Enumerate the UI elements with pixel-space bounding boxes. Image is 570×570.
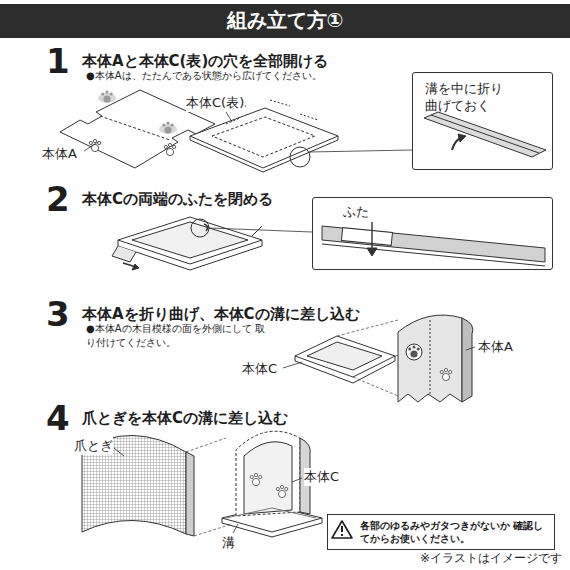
insert-guide-part	[186, 438, 226, 452]
page-title: 組み立て方①	[0, 8, 570, 33]
body-c-tray-part	[132, 264, 139, 270]
body-a-flat-part	[164, 143, 176, 155]
body-c-tray	[112, 217, 262, 270]
groove-detail-part	[431, 115, 539, 153]
step-heading: 本体Aを折り曲げ、本体Cの溝に差し込む	[82, 304, 360, 324]
callout-text: ふた	[343, 204, 403, 221]
step-number: 3	[46, 297, 70, 331]
step-number: 2	[46, 182, 70, 216]
body-c-tray-part	[307, 342, 382, 370]
body-a-flat-part	[162, 121, 174, 133]
leader-line	[283, 362, 302, 368]
assembled-unit-part	[222, 518, 322, 537]
part-label: 溝	[222, 534, 235, 552]
note-text: ●本体Aは、たたんである状態から広げてください。	[86, 69, 322, 83]
insert-guide	[186, 438, 232, 536]
body-c-flat-part	[290, 147, 310, 167]
body-c-flat-part	[190, 136, 338, 172]
leader-line	[114, 448, 124, 456]
part-label: 本体C	[242, 360, 277, 378]
note-text: ●本体Aの木目模様の面を外側にして 取り付けてください。	[86, 322, 268, 349]
lid-detail-part	[367, 248, 377, 256]
part-label: 本体C(表)	[186, 94, 244, 112]
body-a-panel	[398, 315, 473, 402]
step-heading: 本体Cの両端のふたを閉める	[82, 189, 273, 209]
warning-icon-part	[341, 534, 343, 536]
body-c-tray-part	[112, 246, 136, 262]
callout-line	[209, 228, 312, 232]
assembled-unit-part	[250, 473, 262, 485]
lid-detail-part	[341, 228, 392, 246]
warning-icon-part	[341, 526, 343, 532]
leader-line	[466, 347, 475, 350]
caption: ※イラストはイメージです	[420, 551, 562, 566]
detail-callout: 溝を中に折り曲げておく	[412, 72, 553, 170]
body-a-flat-part	[101, 90, 113, 102]
lid-detail	[322, 222, 545, 266]
detail-callout: ふた	[312, 197, 553, 270]
groove-detail-part	[458, 134, 466, 142]
body-a-panel-part	[398, 315, 462, 402]
leader-line	[233, 524, 238, 533]
body-c-tray-part	[191, 219, 209, 237]
callout-text: 溝を中に折り曲げておく	[425, 81, 507, 115]
lid-detail-part	[371, 222, 372, 250]
leader-line	[292, 478, 302, 482]
groove-detail	[424, 112, 546, 157]
callout-line	[309, 150, 412, 152]
scratcher-part	[186, 452, 194, 536]
insert-guide-part	[353, 377, 398, 396]
body-c-flat-part	[190, 108, 338, 168]
body-a-panel-part	[430, 320, 431, 396]
step-heading: 爪とぎを本体Cの溝に差し込む	[82, 408, 288, 428]
warning-icon	[332, 521, 352, 538]
step-number: 1	[46, 44, 70, 78]
body-c-tray-part	[204, 224, 208, 231]
leader-line	[226, 112, 232, 122]
assembled-unit-part	[244, 442, 292, 514]
body-c-tray	[295, 336, 395, 383]
warning-icon-part	[332, 521, 352, 538]
body-a-flat-part	[89, 139, 101, 151]
body-a-panel-part	[406, 344, 422, 360]
body-c-tray-part	[295, 336, 395, 377]
body-c-tray-part	[252, 226, 262, 236]
body-a-panel-part	[462, 318, 473, 402]
part-label: 本体A	[478, 338, 513, 356]
step-heading: 本体Aと本体C(表)の穴を全部開ける	[82, 51, 328, 71]
leader-line	[84, 142, 98, 151]
body-a-panel-part	[440, 368, 452, 380]
body-c-tray-part	[118, 217, 262, 264]
part-label: 本体C	[304, 468, 339, 486]
body-a-panel-part	[408, 345, 420, 357]
lid-detail-part	[322, 226, 545, 262]
body-c-tray-part	[132, 222, 248, 258]
warning-box: 各部のゆるみやガタつきがないか 確認してからお使いください。	[327, 514, 555, 550]
assembled-unit-part	[276, 485, 288, 497]
warning-text: 各部のゆるみやガタつきがないか 確認してからお使いください。	[360, 519, 546, 545]
title-band	[0, 4, 570, 38]
groove-detail-part	[424, 112, 546, 157]
lid-detail-part	[322, 244, 545, 266]
assembled-unit-part	[226, 508, 316, 518]
assembled-unit-part	[236, 431, 300, 516]
part-label: 爪とぎ	[74, 437, 113, 455]
part-label: 本体A	[42, 145, 77, 163]
step-number: 4	[46, 401, 70, 435]
